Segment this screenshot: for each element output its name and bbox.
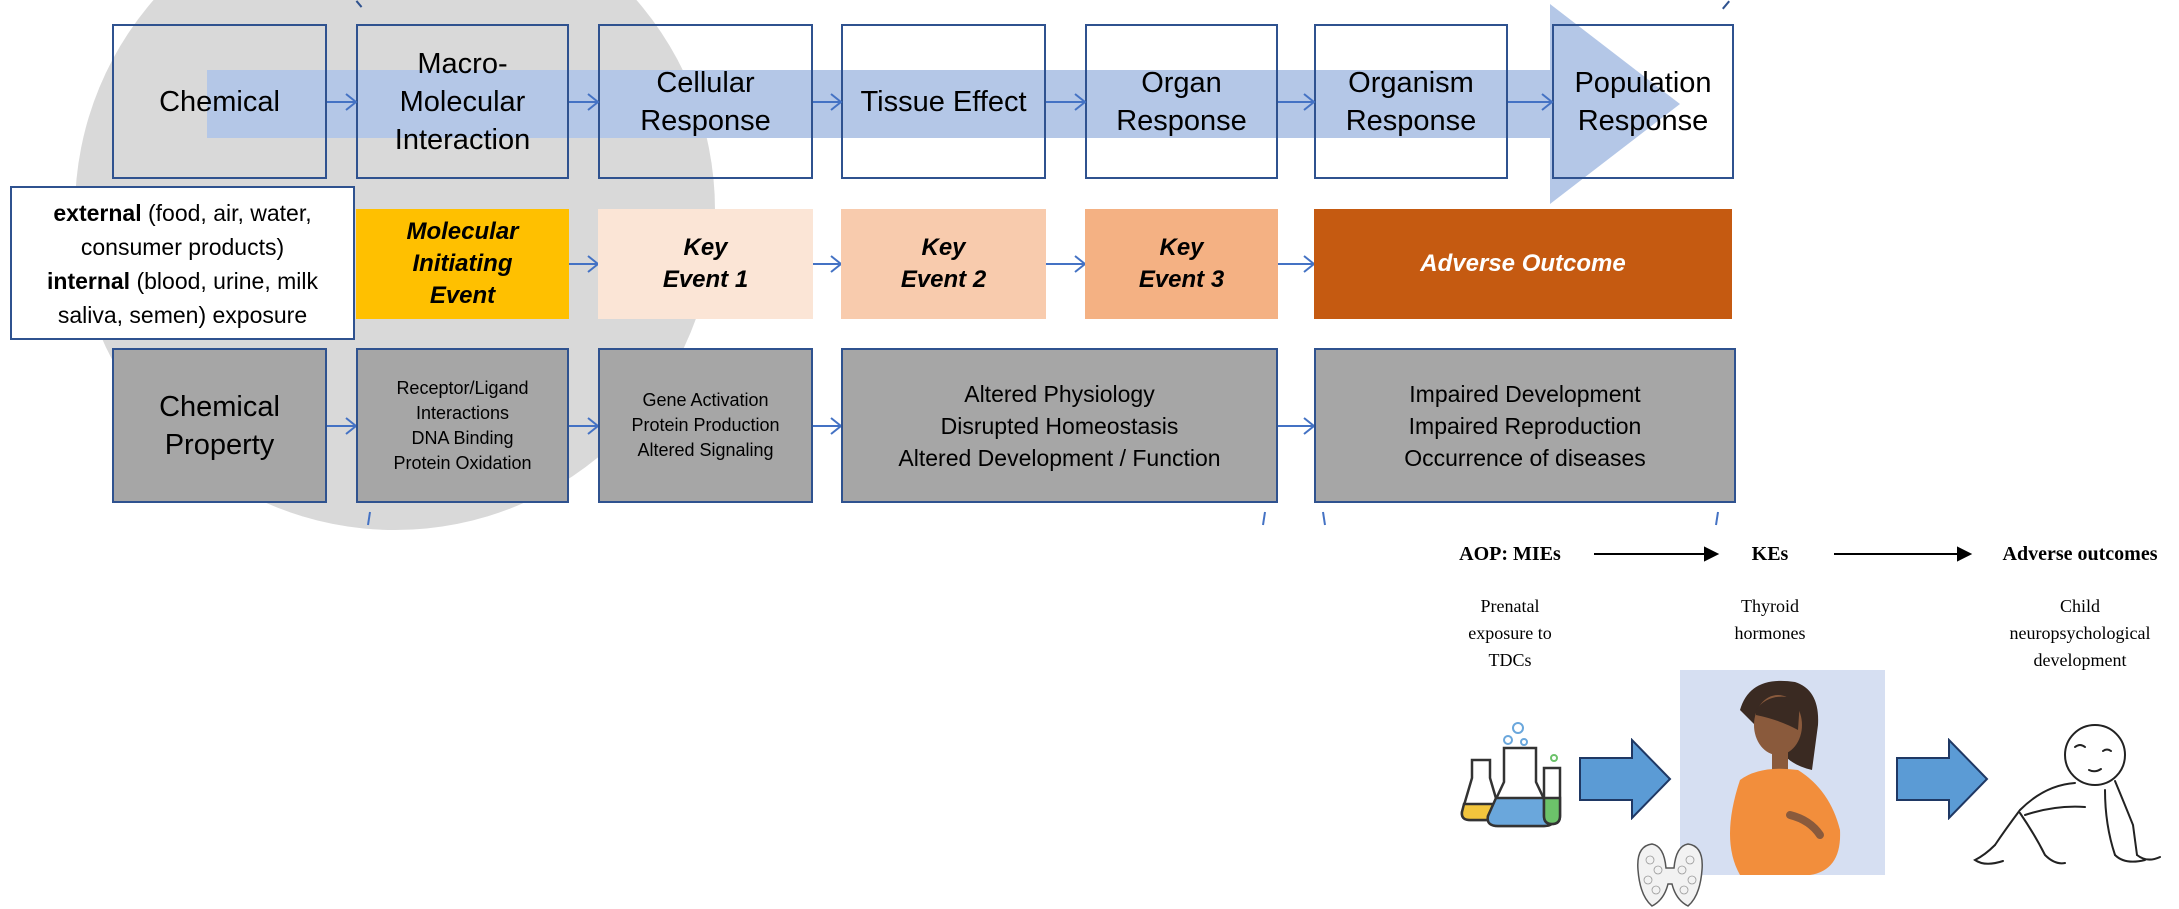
level-tissue: Tissue Effect [841, 24, 1046, 179]
event-key-2: Key Event 2 [841, 209, 1046, 319]
exposure-box: external (food, air, water, consumer pro… [10, 186, 355, 340]
connector-arrows [327, 93, 1719, 526]
example-macromolecular: Receptor/Ligand Interactions DNA Binding… [356, 348, 569, 503]
crawling-baby-icon [1973, 724, 2161, 865]
exposure-internal-label: internal [47, 268, 131, 294]
aop-ke-header: KEs [1751, 543, 1789, 565]
level-macromolecular: Macro- Molecular Interaction [356, 24, 569, 179]
pregnant-woman-icon [1680, 670, 1885, 875]
example-chemical-property: Chemical Property [112, 348, 327, 503]
level-arrow-head [1550, 4, 1680, 204]
aop-header-arrows [1594, 546, 1973, 562]
aop-mie-description: Prenatal exposure to TDCs [1468, 596, 1552, 670]
level-organ: Organ Response [1085, 24, 1278, 179]
level-chemical: Chemical [112, 24, 327, 179]
aop-block-arrow-1 [1579, 738, 1672, 820]
lab-flasks-icon [1460, 722, 1562, 828]
event-adverse-outcome: Adverse Outcome [1314, 209, 1732, 319]
event-mie: Molecular Initiating Event [356, 209, 569, 319]
thyroid-gland-icon [1637, 843, 1703, 907]
event-key-1: Key Event 1 [598, 209, 813, 319]
level-population: Population Response [1552, 24, 1734, 179]
level-arrow-band [207, 70, 1602, 138]
exposure-internal-text: (blood, urine, milk saliva, semen) expos… [57, 268, 318, 328]
exposure-external-label: external [53, 200, 142, 226]
aop-ao-description: Child neuropsychological development [2009, 596, 2151, 670]
exposure-external-text: (food, air, water, consumer products) [80, 200, 312, 260]
example-tissue-organ: Altered Physiology Disrupted Homeostasis… [841, 348, 1278, 503]
aop-block-arrow-2 [1896, 738, 1989, 820]
event-key-3: Key Event 3 [1085, 209, 1278, 319]
level-cellular: Cellular Response [598, 24, 813, 179]
aop-mie-header: AOP: MIEs [1459, 543, 1561, 565]
level-organism: Organism Response [1314, 24, 1508, 179]
example-cellular: Gene Activation Protein Production Alter… [598, 348, 813, 503]
example-organism-population: Impaired Development Impaired Reproducti… [1314, 348, 1736, 503]
aop-ao-header: Adverse outcomes [2002, 543, 2158, 565]
aop-ke-description: Thyroid hormones [1734, 596, 1806, 643]
